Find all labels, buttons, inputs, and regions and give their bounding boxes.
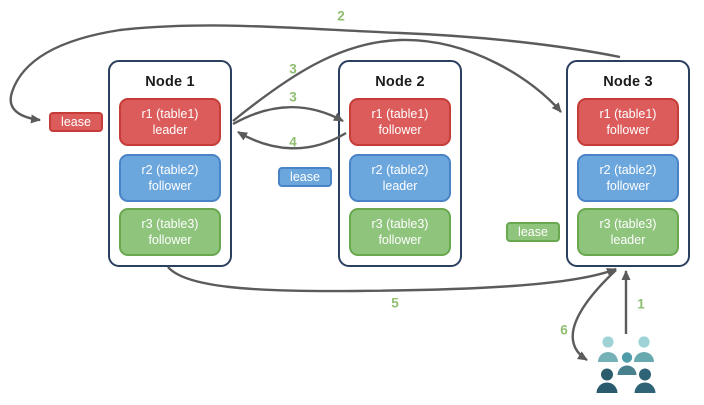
node1-box: Node 1 r1 (table1) leader r2 (table2) fo… (108, 60, 232, 267)
person-head (638, 336, 650, 348)
replica-role: follower (606, 179, 650, 193)
node1-r3-replica: r3 (table3) follower (119, 208, 221, 256)
person-body (596, 382, 618, 393)
step-label-2: 2 (337, 8, 345, 24)
node2-box: Node 2 r1 (table1) follower r2 (table2) … (338, 60, 462, 267)
step-label-3a: 3 (289, 61, 297, 77)
node3-r2-replica: r2 (table2) follower (577, 154, 679, 202)
node1-r2-replica: r2 (table2) follower (119, 154, 221, 202)
person-head (602, 336, 614, 348)
person-head (639, 368, 651, 381)
replica-role: follower (378, 123, 422, 137)
replica-name: r1 (table1) (371, 106, 429, 121)
lease-badge-green: lease (506, 222, 560, 242)
replica-name: r3 (table3) (599, 216, 657, 231)
person-center-icon (617, 352, 637, 375)
person-bottom-right-icon (634, 368, 656, 393)
person-top-left-icon (598, 336, 618, 362)
person-body (617, 365, 637, 375)
arrow-step-5 (167, 266, 617, 293)
person-body (634, 382, 656, 393)
arrow-step-3-to-node2 (232, 105, 344, 126)
node1-title: Node 1 (145, 74, 195, 90)
arrow-step-6 (571, 269, 617, 362)
replica-role: leader (382, 179, 418, 193)
arrow-step-2 (9, 24, 621, 124)
lease-badge-red: lease (49, 112, 103, 132)
replica-name: r3 (table3) (371, 216, 429, 231)
node2-r1-replica: r1 (table1) follower (349, 98, 451, 146)
replica-role: follower (148, 179, 192, 193)
replica-name: r2 (table2) (371, 162, 429, 177)
replica-role: follower (606, 123, 650, 137)
replica-name: r1 (table1) (599, 106, 657, 121)
person-body (598, 352, 618, 362)
person-head (621, 352, 633, 363)
replica-name: r3 (table3) (141, 216, 199, 231)
replica-name: r1 (table1) (141, 106, 199, 121)
node3-box: Node 3 r1 (table1) follower r2 (table2) … (566, 60, 690, 267)
step-label-5: 5 (391, 295, 399, 311)
person-top-right-icon (634, 336, 654, 362)
step-label-6: 6 (560, 322, 568, 338)
replica-role: leader (610, 233, 646, 247)
node3-r3-replica: r3 (table3) leader (577, 208, 679, 256)
step-label-1: 1 (637, 296, 645, 312)
replica-role: leader (152, 123, 188, 137)
node3-r1-replica: r1 (table1) follower (577, 98, 679, 146)
user-group-icon (596, 336, 656, 393)
node2-r2-replica: r2 (table2) leader (349, 154, 451, 202)
person-head (601, 368, 613, 381)
node2-r3-replica: r3 (table3) follower (349, 208, 451, 256)
replica-name: r2 (table2) (599, 162, 657, 177)
replica-name: r2 (table2) (141, 162, 199, 177)
node3-title: Node 3 (603, 74, 653, 90)
node1-r1-replica: r1 (table1) leader (119, 98, 221, 146)
person-bottom-left-icon (596, 368, 618, 393)
replica-role: follower (148, 233, 192, 247)
person-body (634, 352, 654, 362)
replica-role: follower (378, 233, 422, 247)
step-label-4: 4 (289, 134, 297, 150)
lease-badge-blue: lease (278, 167, 332, 187)
step-label-3b: 3 (289, 89, 297, 105)
node2-title: Node 2 (375, 74, 425, 90)
